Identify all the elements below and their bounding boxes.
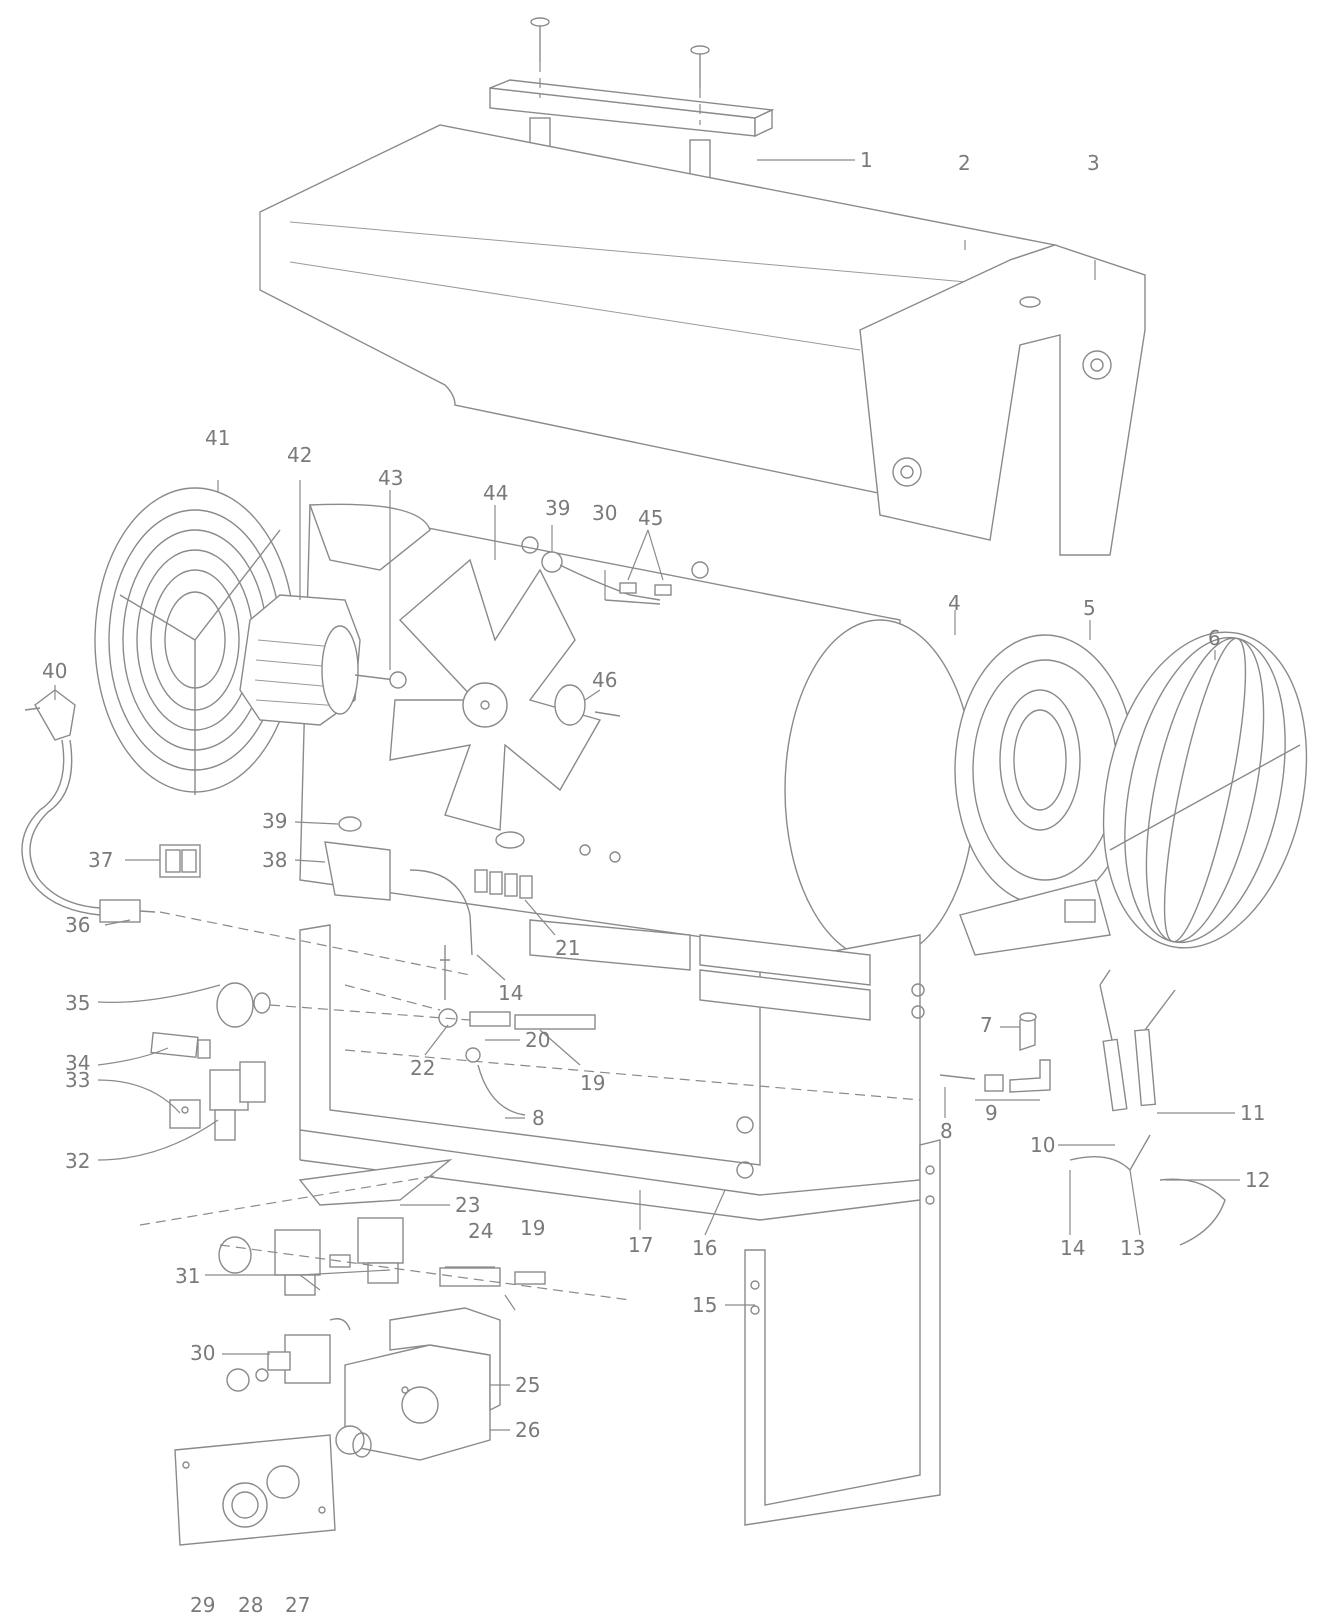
callout-10: 10 bbox=[1030, 1133, 1055, 1157]
callout-46: 46 bbox=[592, 668, 617, 692]
combustion-ring-part bbox=[954, 634, 1136, 956]
callout-15: 15 bbox=[692, 1293, 717, 1317]
fuel-hose-upper-part bbox=[409, 869, 473, 956]
callout-38: 38 bbox=[262, 848, 287, 872]
callout-6: 6 bbox=[1208, 626, 1221, 650]
fuel-line-part bbox=[344, 984, 596, 1116]
leader-lines bbox=[54, 159, 1240, 1431]
callout-1: 1 bbox=[860, 148, 873, 172]
callout-16: 16 bbox=[692, 1236, 717, 1260]
lower-valves-part bbox=[139, 1158, 631, 1301]
callout-14a: 14 bbox=[498, 981, 523, 1005]
callout-30a: 30 bbox=[592, 501, 617, 525]
fan-guard-part bbox=[94, 487, 296, 795]
callout-39a: 39 bbox=[545, 496, 570, 520]
louvres-part bbox=[529, 919, 871, 1021]
callout-17: 17 bbox=[628, 1233, 653, 1257]
callout-40: 40 bbox=[42, 659, 67, 683]
control-box-part bbox=[174, 1307, 501, 1546]
callout-25: 25 bbox=[515, 1373, 540, 1397]
leg-stand-part bbox=[744, 1139, 941, 1526]
callout-21: 21 bbox=[555, 936, 580, 960]
cover-disk-part bbox=[554, 684, 621, 726]
right-fittings-part bbox=[939, 1012, 1051, 1093]
left-controls-part bbox=[21, 689, 471, 1141]
callout-22: 22 bbox=[410, 1056, 435, 1080]
callout-33: 33 bbox=[65, 1068, 90, 1092]
callout-43: 43 bbox=[378, 466, 403, 490]
callout-11: 11 bbox=[1240, 1101, 1265, 1125]
callout-34: 34 bbox=[65, 1051, 90, 1075]
callout-19b: 19 bbox=[520, 1216, 545, 1240]
callout-13: 13 bbox=[1120, 1236, 1145, 1260]
electrodes-part bbox=[1069, 969, 1226, 1246]
callout-20: 20 bbox=[525, 1028, 550, 1052]
clips-part bbox=[619, 582, 672, 596]
end-cap-part bbox=[859, 244, 1146, 556]
callout-9: 9 bbox=[985, 1101, 998, 1125]
callout-31: 31 bbox=[175, 1264, 200, 1288]
callout-19a: 19 bbox=[580, 1071, 605, 1095]
callout-45: 45 bbox=[638, 506, 663, 530]
callout-7: 7 bbox=[980, 1013, 993, 1037]
callout-29: 29 bbox=[190, 1593, 215, 1617]
callout-8a: 8 bbox=[532, 1106, 545, 1130]
callout-32: 32 bbox=[65, 1149, 90, 1173]
callout-42: 42 bbox=[287, 443, 312, 467]
callout-26: 26 bbox=[515, 1418, 540, 1442]
motor-part bbox=[239, 594, 407, 726]
callout-3: 3 bbox=[1087, 151, 1100, 175]
callout-24: 24 bbox=[468, 1219, 493, 1243]
fan-blade-part bbox=[389, 558, 602, 831]
callout-12: 12 bbox=[1245, 1168, 1270, 1192]
callout-23: 23 bbox=[455, 1193, 480, 1217]
callout-44: 44 bbox=[483, 481, 508, 505]
callout-labels: 1 2 3 4 5 6 7 8 8 9 10 11 12 13 14 14 15… bbox=[42, 148, 1270, 1617]
callout-41: 41 bbox=[205, 426, 230, 450]
front-grille-part bbox=[1102, 631, 1308, 949]
callout-2: 2 bbox=[958, 151, 971, 175]
terminal-block-part bbox=[474, 869, 533, 899]
callout-35: 35 bbox=[65, 991, 90, 1015]
callout-27: 27 bbox=[285, 1593, 310, 1617]
callout-8b: 8 bbox=[940, 1119, 953, 1143]
callout-30b: 30 bbox=[190, 1341, 215, 1365]
callout-39b: 39 bbox=[262, 809, 287, 833]
callout-36: 36 bbox=[65, 913, 90, 937]
callout-5: 5 bbox=[1083, 596, 1096, 620]
callout-28: 28 bbox=[238, 1593, 263, 1617]
callout-4: 4 bbox=[948, 591, 961, 615]
callout-37: 37 bbox=[88, 848, 113, 872]
callout-14b: 14 bbox=[1060, 1236, 1085, 1260]
